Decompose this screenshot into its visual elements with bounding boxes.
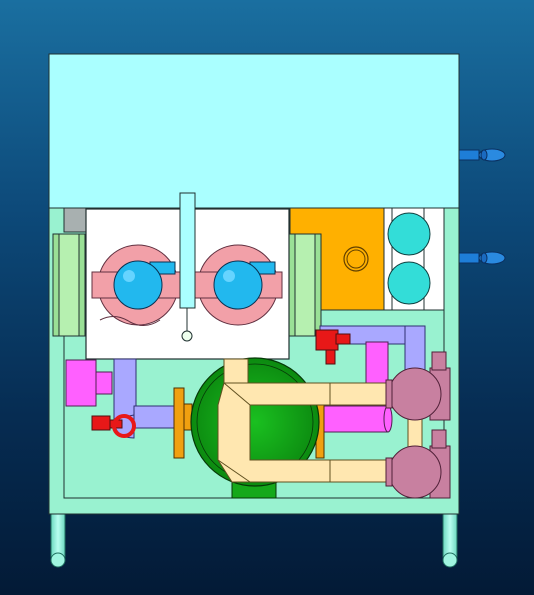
vertical-handle bbox=[179, 192, 196, 342]
motor-top bbox=[385, 351, 451, 421]
magenta-box-left bbox=[65, 359, 113, 407]
blue-fitting-top bbox=[458, 148, 506, 162]
cyan-filter-bottom bbox=[387, 261, 431, 305]
pipe-cream-y bbox=[217, 358, 423, 483]
blue-fitting-mid bbox=[458, 251, 506, 265]
red-valve-left bbox=[91, 414, 136, 438]
leg-left bbox=[50, 512, 66, 568]
red-valve-right bbox=[315, 329, 351, 365]
left-side-flange bbox=[52, 233, 86, 337]
right-disc-valve bbox=[191, 244, 283, 326]
right-side-flange bbox=[288, 233, 322, 337]
leg-right bbox=[442, 512, 458, 568]
left-disc-valve bbox=[91, 244, 183, 326]
cyan-filter-top bbox=[387, 212, 431, 256]
cabinet-upper-panel bbox=[48, 53, 460, 209]
motor-bottom bbox=[385, 429, 451, 499]
